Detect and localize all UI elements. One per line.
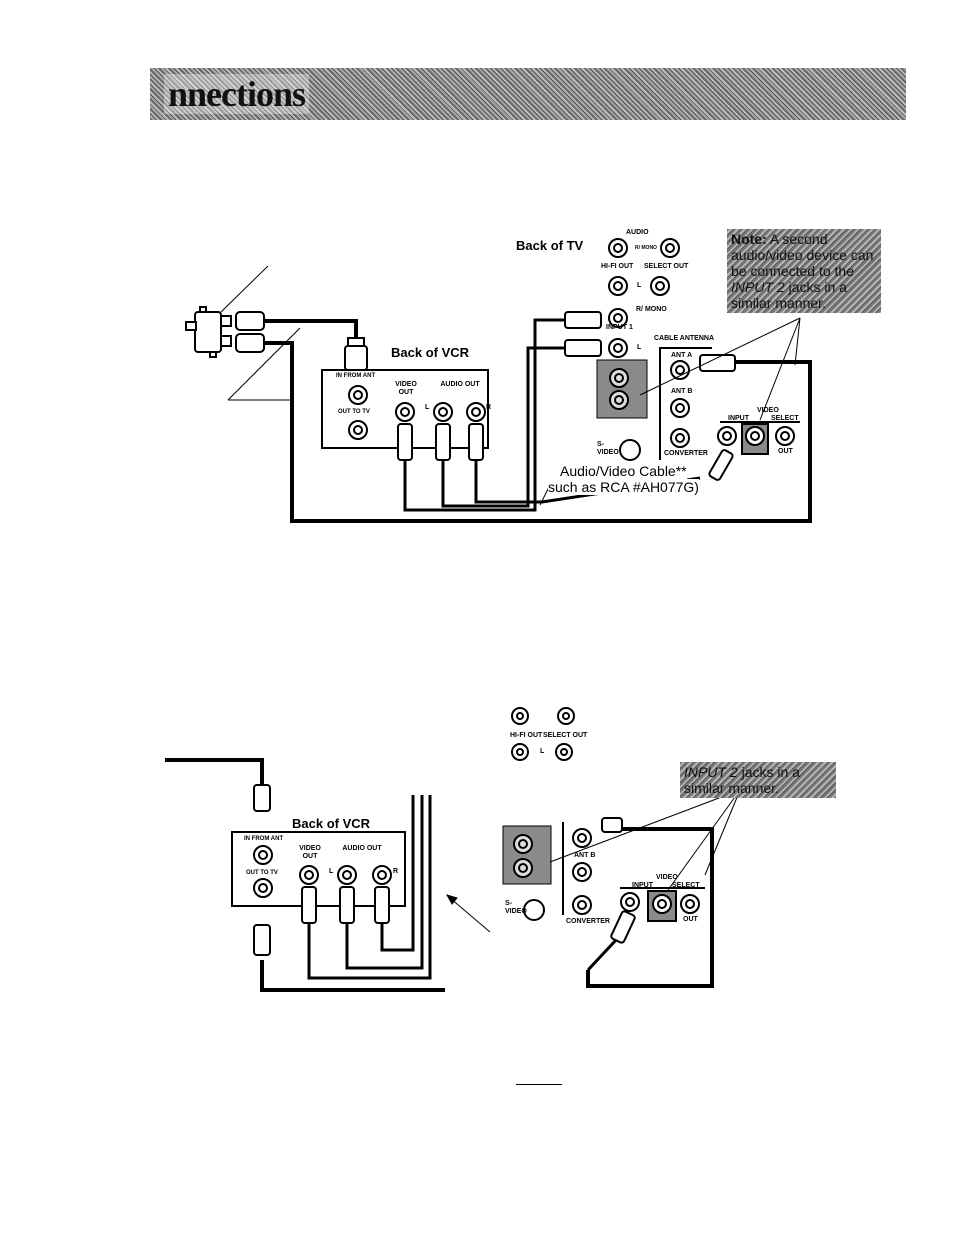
note-pointers <box>639 317 801 421</box>
vcr2-r-label: R <box>393 868 399 875</box>
direction-arrow <box>445 894 491 933</box>
vcr-rca-plugs <box>397 423 484 461</box>
input-label: INPUT <box>728 415 749 422</box>
note-input2: INPUT 2 <box>731 279 785 295</box>
l-label-top: L <box>637 282 642 289</box>
audio-out-label: AUDIO OUT <box>440 381 480 388</box>
vcr2-jacks <box>253 845 392 898</box>
tv-audio-jacks <box>608 238 680 358</box>
hifi-out-label: HI-FI OUT <box>601 263 634 270</box>
out-to-tv-label: OUT TO TV <box>338 409 370 415</box>
input2-jacks <box>609 368 629 410</box>
coax-cable-2 <box>165 758 445 992</box>
section-title: nnections <box>164 74 310 114</box>
back-of-vcr-label-2: Back of VCR <box>292 816 371 831</box>
out-to-tv-label-2: OUT TO TV <box>246 870 278 876</box>
note2-input2: INPUT 2 <box>684 764 738 780</box>
select-out-label: SELECT OUT <box>644 263 689 270</box>
ant-a-label: ANT A <box>671 352 693 359</box>
ant-b-label: ANT B <box>671 388 693 395</box>
vcr-coax-plug <box>344 337 368 371</box>
audio-out-label-2: AUDIO OUT <box>342 845 382 852</box>
vcr2-rca-plugs <box>301 886 390 924</box>
note2-line-2: similar manner. <box>684 780 779 796</box>
back-of-tv-label: Back of TV <box>516 238 584 253</box>
note-line-4: jacks in a <box>788 279 847 295</box>
video-out-label: VIDEO OUT <box>395 381 417 396</box>
s-video-jack-2 <box>523 899 545 921</box>
tv2-audio-jacks <box>511 707 575 761</box>
l-label-input1: L <box>637 344 642 351</box>
input2-highlight-2 <box>502 825 552 885</box>
note-pointers-2 <box>549 789 741 891</box>
tv2-video-jacks <box>610 887 705 944</box>
tv-antenna-panel <box>659 347 736 481</box>
cable-antenna-label: CABLE ANTENNA <box>654 335 715 342</box>
page-rule <box>516 1084 562 1085</box>
converter-label-2: CONVERTER <box>566 918 610 925</box>
l-label-2: L <box>540 748 545 755</box>
tv-video-jacks <box>717 421 800 455</box>
back-of-vcr-label: Back of VCR <box>391 345 470 360</box>
vcr-l-label: L <box>425 404 430 411</box>
note-box-2: INPUT 2 jacks in a similar manner. <box>680 762 836 798</box>
vcr-jacks <box>348 385 486 440</box>
input2-jacks-2 <box>513 834 533 878</box>
audio-label: AUDIO <box>626 229 649 236</box>
av-cable-label: Audio/Video Cable** <box>560 463 687 479</box>
in-from-ant-label: IN FROM ANT <box>336 373 376 379</box>
r-mono-label-2: R/ MONO <box>636 306 667 313</box>
note2-line-1: jacks in a <box>741 764 800 780</box>
section-banner: nnections <box>150 68 906 120</box>
r-mono-label: R/ MONO <box>635 245 657 251</box>
out-label-2: OUT <box>683 916 698 923</box>
s-video-label: S-VIDEO <box>597 441 619 456</box>
select-label: SELECT <box>771 415 799 422</box>
connection-diagram-1 <box>185 238 812 523</box>
vcr-r-label: R <box>486 404 492 411</box>
video-label: VIDEO <box>757 407 779 414</box>
out-label: OUT <box>778 448 793 455</box>
s-video-jack <box>619 439 641 461</box>
video-label-2: VIDEO <box>656 874 678 881</box>
signal-splitter <box>185 306 265 358</box>
vcr2-l-label: L <box>329 868 334 875</box>
note-box-1: Note: A second audio/video device can be… <box>727 229 881 313</box>
hifi-out-label-2: HI-FI OUT <box>510 732 543 739</box>
converter-label: CONVERTER <box>664 450 708 457</box>
input1-label: INPUT 1 <box>606 324 633 331</box>
ant-b-label-2: ANT B <box>574 852 596 859</box>
tv2-cable-run <box>586 938 618 972</box>
coax-cables <box>264 319 812 523</box>
note-line-1: A second <box>769 231 828 247</box>
av-cables-2 <box>307 795 432 980</box>
input-label-2: INPUT <box>632 882 653 889</box>
s-video-label-2: S-VIDEO <box>505 900 527 915</box>
tv2-coax-cable <box>586 827 714 988</box>
note-line-5: similar manner. <box>731 295 826 311</box>
select-label-2: SELECT <box>672 882 700 889</box>
video-out-label-2: VIDEO OUT <box>299 845 321 860</box>
note-line-2: audio/video device can <box>731 247 874 263</box>
note-line-3: be connected to the <box>731 263 854 279</box>
in-from-ant-label-2: IN FROM ANT <box>244 836 284 842</box>
select-out-label-2: SELECT OUT <box>543 732 588 739</box>
av-cable-example: such as RCA #AH077G) <box>548 479 699 495</box>
pointer-lines <box>220 265 301 401</box>
note-prefix: Note: <box>731 231 767 247</box>
vcr2-coax-plugs <box>253 784 271 956</box>
tv-input1-plugs <box>564 311 602 357</box>
tv2-antenna-panel <box>562 817 623 915</box>
